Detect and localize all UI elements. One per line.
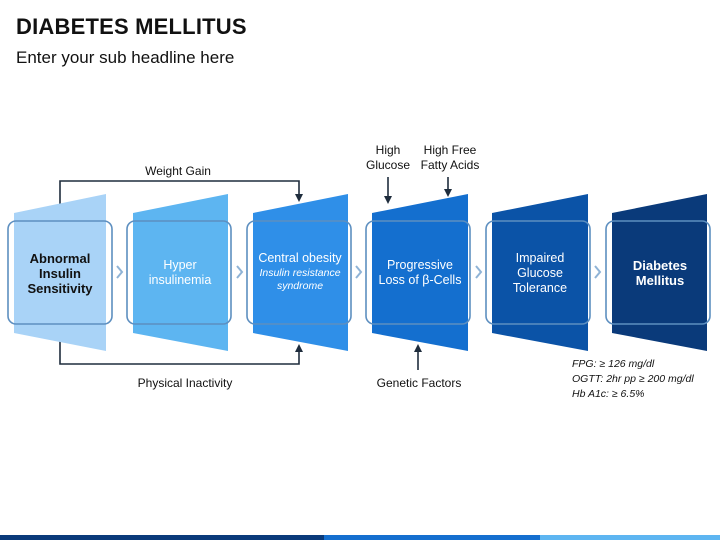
connector-chevron xyxy=(236,265,244,279)
connector-chevron xyxy=(475,265,483,279)
step-shape-2 xyxy=(126,194,232,351)
step-6-label: Diabetes Mellitus xyxy=(632,258,688,288)
footer-segment-1 xyxy=(0,535,324,540)
diagnostic-criteria: FPG: ≥ 126 mg/dl OGTT: 2hr pp ≥ 200 mg/d… xyxy=(572,357,694,402)
criteria-fpg: FPG: ≥ 126 mg/dl xyxy=(572,358,655,370)
footer-bar xyxy=(0,535,720,540)
footer-segment-2 xyxy=(324,535,540,540)
step-4-label: Progressive Loss of β-Cells xyxy=(378,258,462,287)
step-1-text: Abnormal Insulin Sensitivity xyxy=(14,230,106,316)
weight-gain-label: Weight Gain xyxy=(145,164,211,178)
criteria-ogtt: OGTT: 2hr pp ≥ 200 mg/dl xyxy=(572,373,694,385)
physical-inactivity-loop-line xyxy=(59,338,303,365)
page-subtitle: Enter your sub headline here xyxy=(16,48,235,67)
step-2-label: Hyper insulinemia xyxy=(148,258,212,287)
high-ffa-label: High Free Fatty Acids xyxy=(420,143,480,172)
step-connectors xyxy=(116,265,602,279)
step-shape-4 xyxy=(365,194,471,351)
connector-chevron xyxy=(355,265,363,279)
step-2-text: Hyper insulinemia xyxy=(135,230,225,316)
footer-segment-3 xyxy=(540,535,720,540)
page-title: DIABETES MELLITUS xyxy=(16,14,247,39)
step-5-text: Impaired Glucose Tolerance xyxy=(496,230,584,316)
weight-gain-loop-line xyxy=(59,180,303,207)
step-3-text: Central obesity Insulin resistance syndr… xyxy=(255,226,345,318)
connector-chevron xyxy=(594,265,602,279)
step-shape-5 xyxy=(485,194,591,351)
step-4-text: Progressive Loss of β-Cells xyxy=(374,230,466,316)
step-shape-6 xyxy=(605,194,711,351)
step-3-sublabel: Insulin resistance syndrome xyxy=(259,267,341,292)
step-1-label: Abnormal Insulin Sensitivity xyxy=(27,250,93,296)
step-shape-1 xyxy=(7,194,113,351)
genetic-factors-label: Genetic Factors xyxy=(376,376,462,390)
high-glucose-label: High Glucose xyxy=(365,143,411,172)
step-5-label: Impaired Glucose Tolerance xyxy=(512,250,568,295)
physical-inactivity-label: Physical Inactivity xyxy=(137,376,233,390)
criteria-hba1c: Hb A1c: ≥ 6.5% xyxy=(572,388,645,400)
step-3-label: Central obesity xyxy=(258,251,342,265)
step-6-text: Diabetes Mellitus xyxy=(616,230,704,316)
step-shape-3 xyxy=(246,194,352,351)
connector-chevron xyxy=(116,265,124,279)
